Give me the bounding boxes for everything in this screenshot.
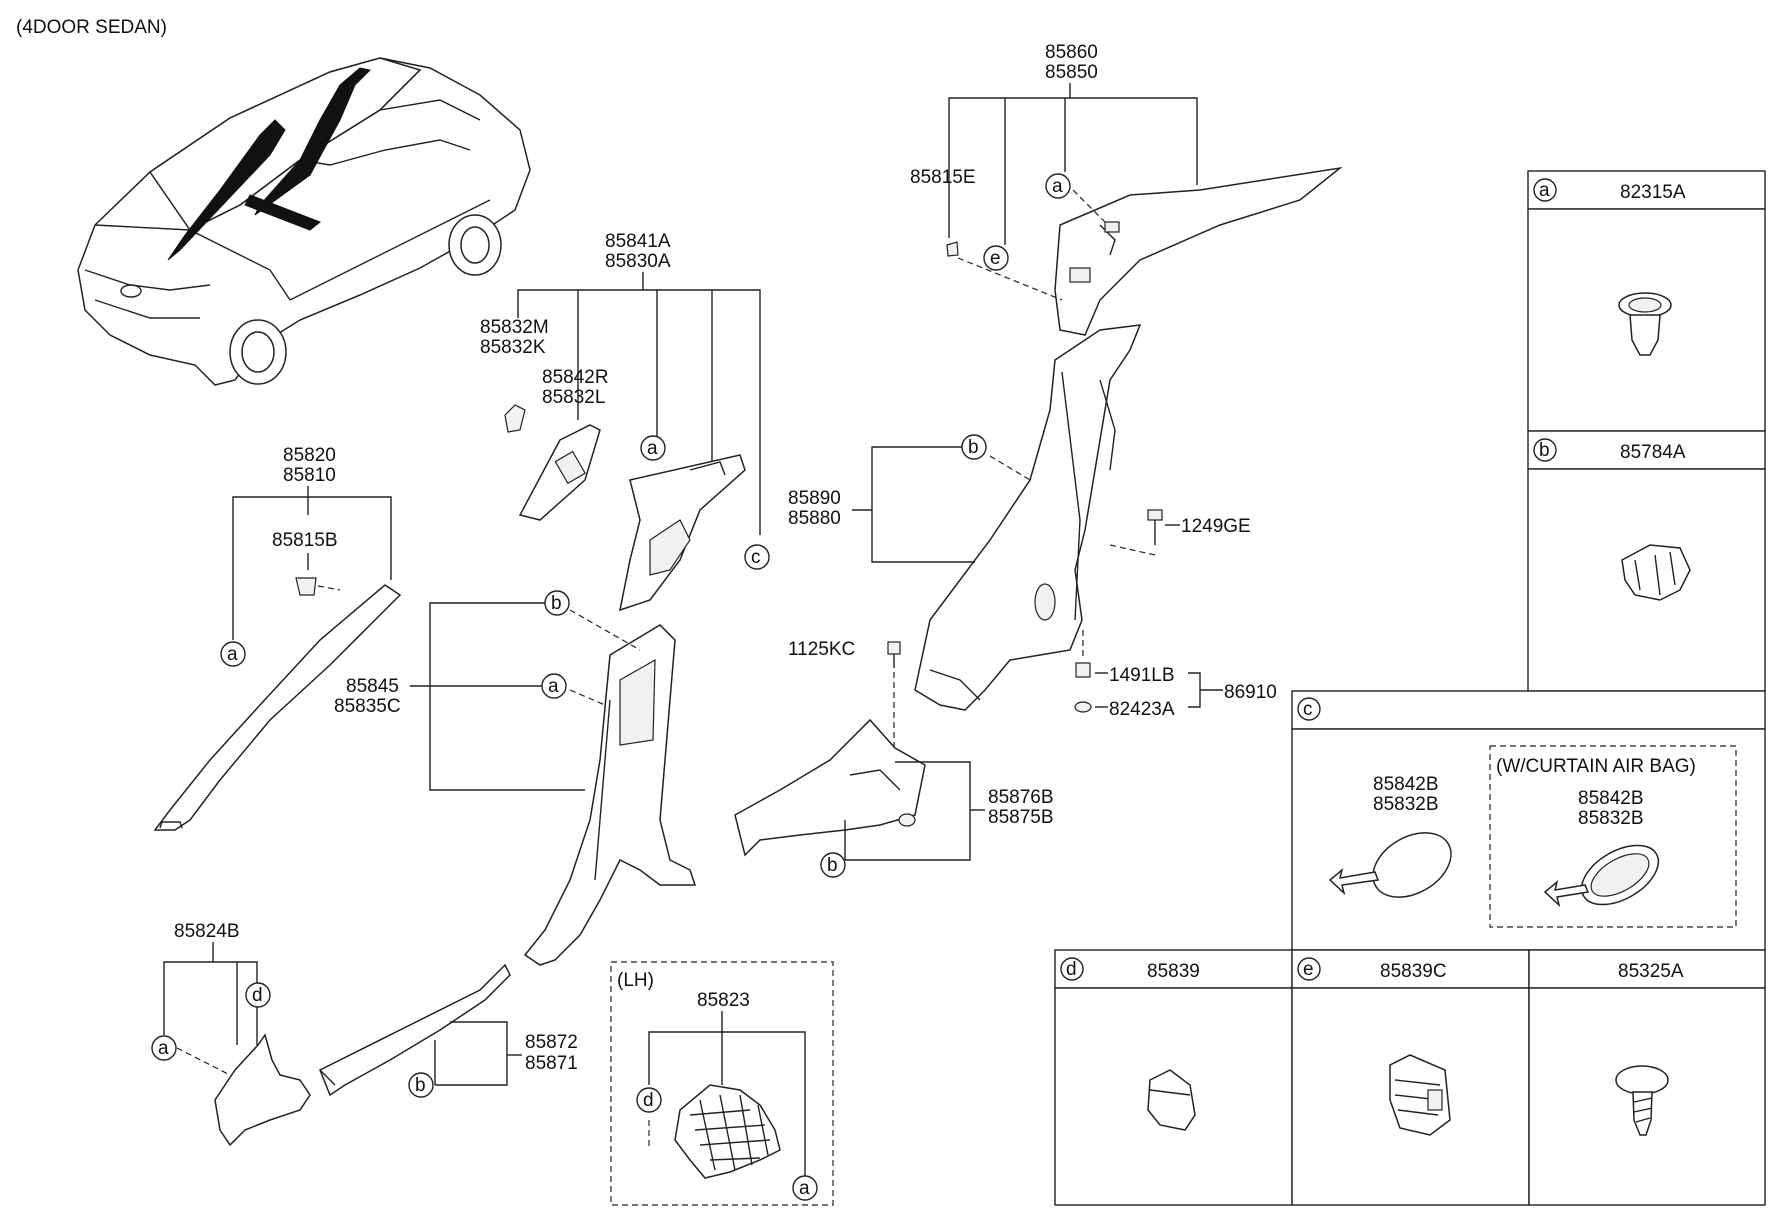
legend-b-letter: b [1539,440,1550,461]
label-lh: (LH) [617,970,654,991]
legend-c-part1: 85842B [1373,774,1439,795]
label-1249GE: 1249GE [1181,516,1251,537]
label-85845: 85845 [346,676,399,697]
group-85824B: 85824B [163,921,311,1147]
label-85824B: 85824B [174,921,240,942]
callout-c: c [751,547,761,568]
label-1125KC: 1125KC [788,639,855,660]
legend-c-part4: 85832B [1578,808,1644,829]
group-85876B: 1125KC 85876B 85875B [734,639,1054,861]
legend-c-part3: 85842B [1578,788,1644,809]
car-illustration [77,57,531,386]
label-85810: 85810 [283,465,336,486]
callout-d: d [643,1090,654,1111]
clip-85839 [1147,1069,1196,1131]
group-85860-85850: 85860 85850 85815E [910,42,1343,336]
callout-b: b [415,1075,426,1096]
label-85890: 85890 [788,488,841,509]
label-85875B: 85875B [988,807,1054,828]
callout-a: a [548,676,559,697]
group-85841A-85830A: 85841A 85830A 85832M 85832K 85842R 85832… [480,231,761,612]
label-85880: 85880 [788,508,841,529]
callout-b: b [551,593,562,614]
legend-e-part: 85839C [1380,961,1447,982]
clip-82315A [1618,292,1672,356]
callout-d: d [252,985,263,1006]
group-85823-lh: (LH) 85823 [610,961,834,1206]
label-85832K: 85832K [480,337,546,358]
legend-f-part: 85325A [1618,961,1684,982]
label-85841A: 85841A [605,231,671,252]
label-85820: 85820 [283,445,336,466]
legend-a-part: 82315A [1620,182,1686,203]
label-85832M: 85832M [480,317,549,338]
callout-a: a [227,644,238,665]
cover-85842B [1328,832,1452,898]
callout-a: a [647,438,658,459]
label-85815B: 85815B [272,530,338,551]
legend-e-letter: e [1303,959,1314,980]
label-85876B: 85876B [988,787,1054,808]
legend-b-part: 85784A [1620,442,1686,463]
cover-85842B-airbag [1543,844,1660,908]
callout-a: a [799,1178,810,1199]
callout-e: e [990,248,1001,269]
legend-d-part: 85839 [1147,961,1200,982]
legend-d-letter: d [1066,959,1077,980]
label-85835C: 85835C [334,696,401,717]
group-85845-85835C: 85845 85835C [334,602,697,966]
group-85890-85880: 85890 85880 1249GE 1491LB 82423A 86910 [788,324,1277,720]
label-85832L: 85832L [542,387,605,408]
clip-85784A [1621,544,1691,601]
legend-c-part2: 85832B [1373,794,1439,815]
callout-a: a [1052,176,1063,197]
variant-title: (4DOOR SEDAN) [16,17,167,38]
callouts: a e a c b b a a b d a b d a [151,173,1071,1201]
legend-c-letter: c [1303,699,1313,720]
label-85871: 85871 [525,1053,578,1074]
label-85842R: 85842R [542,367,609,388]
label-85872: 85872 [525,1032,578,1053]
callout-b: b [968,437,979,458]
label-82423A: 82423A [1109,699,1175,720]
callout-a: a [158,1038,169,1059]
group-85820-85810: 85820 85810 85815B [153,445,402,831]
label-85815E: 85815E [910,167,976,188]
label-85823: 85823 [697,990,750,1011]
screw-85325A [1615,1065,1669,1136]
group-85872-85871: 85872 85871 [319,963,578,1097]
legend-table: a 82315A b 85784A c 85842B 85832B (W/CUR… [1054,170,1766,1206]
label-1491LB: 1491LB [1109,665,1175,686]
clip-85839C [1389,1054,1451,1136]
label-85850: 85850 [1045,62,1098,83]
label-85830A: 85830A [605,251,671,272]
legend-a-letter: a [1539,180,1550,201]
label-85860: 85860 [1045,42,1098,63]
legend-c-curtain: (W/CURTAIN AIR BAG) [1496,756,1696,777]
label-86910: 86910 [1224,682,1277,703]
callout-b: b [827,855,838,876]
